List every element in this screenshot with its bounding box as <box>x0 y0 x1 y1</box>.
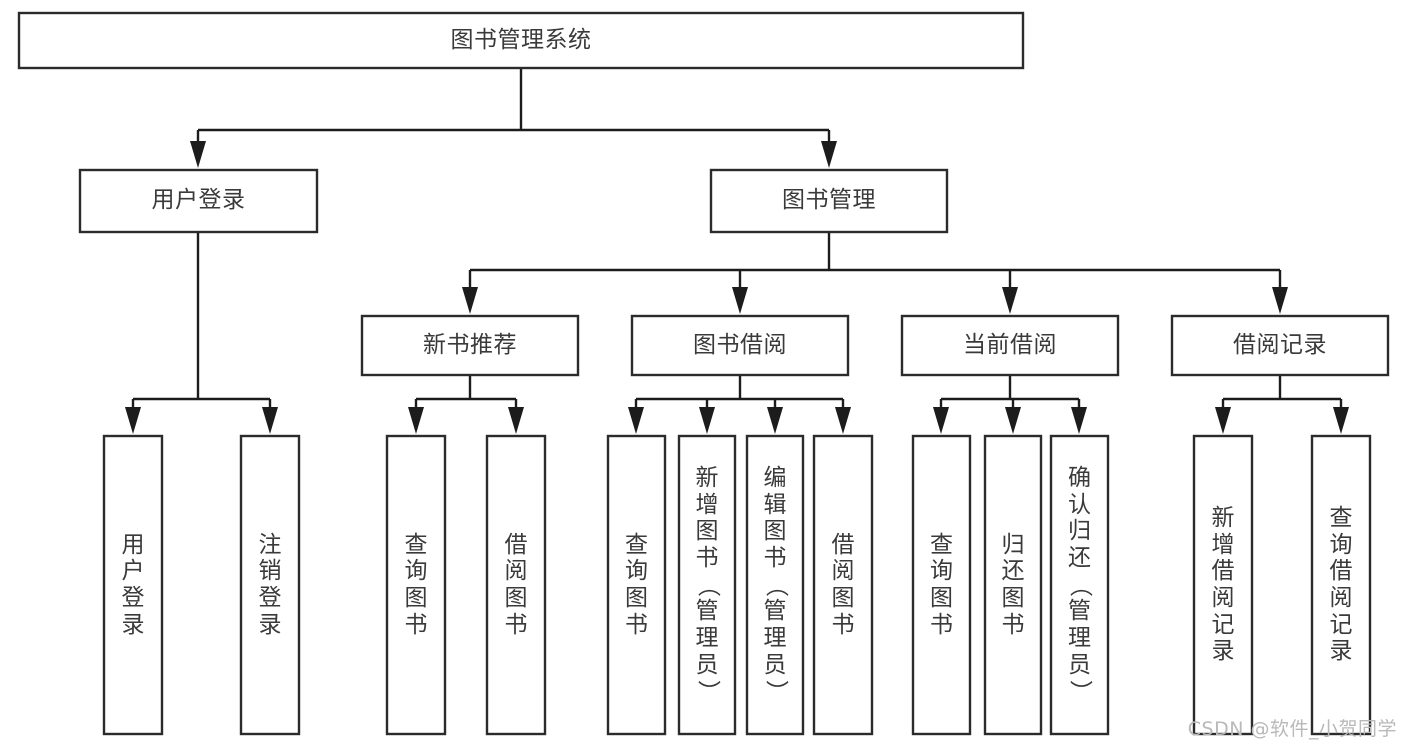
arrow-head-leaf-add-borrow-record <box>1215 407 1231 434</box>
connector-group-book-borrow-leaves <box>628 375 851 434</box>
connector-group-current-borrow-leaves <box>933 375 1087 434</box>
arrow-head-leaf-query-borrow-record <box>1333 407 1349 434</box>
connector-group-user-login-leaves <box>125 232 278 434</box>
arrow-head-leaf-borrow-book-2 <box>835 407 851 434</box>
arrow-head-book-manage <box>821 141 837 168</box>
node-box-book-manage[interactable] <box>709 168 949 234</box>
arrow-head-leaf-add-book-admin <box>699 407 715 434</box>
arrow-head-borrow-record <box>1272 287 1288 314</box>
node-box-leaf-edit-book-admin[interactable] <box>745 434 805 736</box>
node-box-leaf-query-book-1[interactable] <box>385 434 447 736</box>
node-box-leaf-return-book[interactable] <box>983 434 1043 736</box>
node-boxes <box>17 11 1390 736</box>
connector-group-root <box>190 68 837 168</box>
arrow-head-user-login <box>190 141 206 168</box>
arrow-head-leaf-logout <box>262 407 278 434</box>
node-box-leaf-user-login[interactable] <box>102 434 164 736</box>
node-box-book-borrow[interactable] <box>630 314 850 377</box>
node-box-borrow-record[interactable] <box>1170 314 1390 377</box>
arrow-head-leaf-query-book-2 <box>628 407 644 434</box>
node-box-user-login[interactable] <box>78 168 319 234</box>
arrow-head-book-borrow <box>732 287 748 314</box>
node-box-leaf-logout[interactable] <box>239 434 301 736</box>
arrow-head-leaf-borrow-book-1 <box>508 407 524 434</box>
arrow-head-leaf-edit-book-admin <box>767 407 783 434</box>
node-box-leaf-confirm-return-admin[interactable] <box>1049 434 1110 736</box>
node-box-leaf-add-book-admin[interactable] <box>677 434 737 736</box>
arrow-head-leaf-query-book-1 <box>408 407 424 434</box>
arrow-head-leaf-return-book <box>1005 407 1021 434</box>
arrow-head-leaf-user-login <box>125 407 141 434</box>
node-box-new-book-recommend[interactable] <box>360 314 580 377</box>
node-box-leaf-query-book-3[interactable] <box>911 434 972 736</box>
connector-group-book-manage <box>462 232 1288 314</box>
node-box-root[interactable] <box>17 11 1025 70</box>
arrow-head-current-borrow <box>1002 287 1018 314</box>
connector-group-new-book-recommend-leaves <box>408 375 524 434</box>
node-box-leaf-borrow-book-1[interactable] <box>485 434 547 736</box>
node-box-current-borrow[interactable] <box>900 314 1120 377</box>
arrow-head-new-book-recommend <box>462 287 478 314</box>
node-box-leaf-query-book-2[interactable] <box>606 434 667 736</box>
node-box-leaf-borrow-book-2[interactable] <box>812 434 874 736</box>
arrow-head-leaf-query-book-3 <box>933 407 949 434</box>
node-box-leaf-query-borrow-record[interactable] <box>1310 434 1372 736</box>
arrow-head-leaf-confirm-return-admin <box>1071 407 1087 434</box>
node-box-leaf-add-borrow-record[interactable] <box>1192 434 1254 736</box>
connector-group-borrow-record-leaves <box>1215 375 1349 434</box>
